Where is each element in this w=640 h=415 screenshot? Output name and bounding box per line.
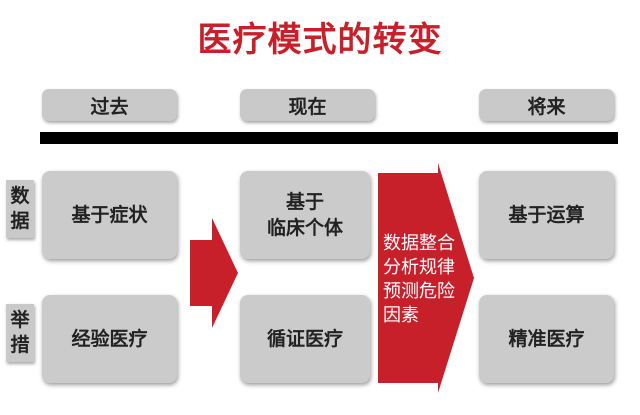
box-past-data: 基于症状 xyxy=(42,171,177,259)
box-future-action: 精准医疗 xyxy=(479,295,614,383)
row-label-action: 举 措 xyxy=(6,304,34,362)
row-label-data-char-2: 据 xyxy=(10,210,30,232)
big-arrow-line-4: 因素 xyxy=(383,305,419,326)
box-present-action: 循证医疗 xyxy=(240,295,370,383)
box-past-action: 经验医疗 xyxy=(42,295,177,383)
column-header-present: 现在 xyxy=(240,89,375,121)
page-title: 医疗模式的转变 xyxy=(197,20,443,60)
column-header-past: 过去 xyxy=(42,89,177,121)
row-label-data-char-1: 数 xyxy=(10,185,30,207)
box-future-data: 基于运算 xyxy=(479,171,614,259)
big-arrow-line-2: 分析规律 xyxy=(383,257,455,278)
row-label-data: 数 据 xyxy=(6,180,34,238)
small-right-arrow xyxy=(190,218,238,328)
column-header-future: 将来 xyxy=(479,89,614,121)
big-arrow-text: 数据整合 分析规律 预测危险 因素 xyxy=(383,232,463,328)
big-arrow-line-3: 预测危险 xyxy=(383,281,455,302)
box-present-data: 基于 临床个体 xyxy=(240,171,370,259)
row-label-action-char-2: 措 xyxy=(10,334,30,356)
timeline-bar xyxy=(40,132,618,144)
big-right-arrow xyxy=(378,163,474,393)
row-label-action-char-1: 举 xyxy=(10,309,30,331)
big-arrow-line-1: 数据整合 xyxy=(383,233,455,254)
